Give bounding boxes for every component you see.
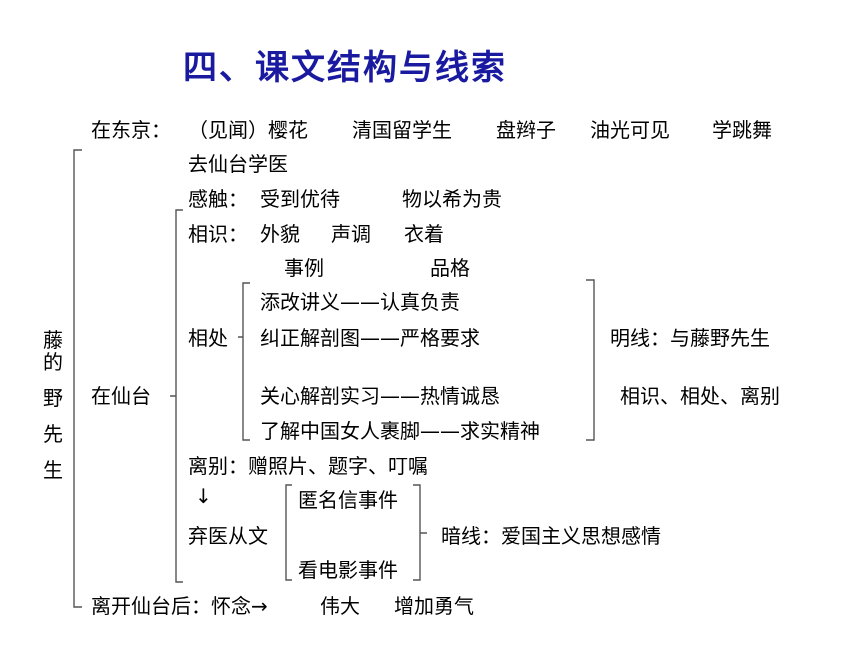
main-thread-line-1: 明线：与藤野先生 xyxy=(610,326,770,350)
example-row-4: 了解中国女人裹脚——求实精神 xyxy=(260,419,540,443)
down-arrow-icon: ↓ xyxy=(195,484,212,508)
example-quality: 认真负责 xyxy=(380,290,460,314)
acquaint-item-2: 声调 xyxy=(331,222,371,246)
example-event: 关心解剖实习 xyxy=(260,384,380,408)
dash: —— xyxy=(420,419,460,443)
acquaint-item-3: 衣着 xyxy=(404,222,444,246)
dash: —— xyxy=(360,326,400,350)
switch-event-1: 匿名信事件 xyxy=(298,488,398,512)
acquaint-label: 相识： xyxy=(188,222,248,246)
dash: —— xyxy=(340,290,380,314)
example-quality: 求实精神 xyxy=(460,419,540,443)
tokyo-item-4: 油光可见 xyxy=(590,118,670,142)
example-row-2: 纠正解剖图——严格要求 xyxy=(260,326,480,350)
switch-event-2: 看电影事件 xyxy=(298,558,398,582)
switch-bracket-right xyxy=(413,484,427,581)
tokyo-item-1: （见闻）樱花 xyxy=(188,118,308,142)
hidden-thread: 暗线：爱国主义思想感情 xyxy=(441,524,661,548)
feelings-item-1: 受到优待 xyxy=(260,187,340,211)
main-thread-bracket xyxy=(586,279,595,441)
root-char-5: 生 xyxy=(43,458,63,482)
farewell-label: 离别：赠照片、题字、叮嘱 xyxy=(188,454,428,478)
feelings-label: 感触： xyxy=(188,187,248,211)
together-label: 相处 xyxy=(188,326,228,350)
tokyo-item-2: 清国留学生 xyxy=(352,118,452,142)
tokyo-item-3: 盘辫子 xyxy=(496,118,556,142)
example-event: 添改讲义 xyxy=(260,290,340,314)
go-sendai: 去仙台学医 xyxy=(188,152,288,176)
example-event: 纠正解剖图 xyxy=(260,326,360,350)
example-quality: 严格要求 xyxy=(400,326,480,350)
example-event: 了解中国女人裹脚 xyxy=(260,419,420,443)
example-row-1: 添改讲义——认真负责 xyxy=(260,290,460,314)
feelings-item-2: 物以希为贵 xyxy=(402,187,502,211)
example-row-3: 关心解剖实习——热情诚恳 xyxy=(260,384,500,408)
tokyo-label: 在东京： xyxy=(91,118,171,142)
main-thread-line-2: 相识、相处、离别 xyxy=(620,384,780,408)
page-title: 四、课文结构与线索 xyxy=(183,48,507,88)
root-char-3: 野 xyxy=(43,386,63,410)
in-sendai: 在仙台 xyxy=(91,384,151,408)
acquaint-item-1: 外貌 xyxy=(260,222,300,246)
farewell-items: 赠照片、题字、叮嘱 xyxy=(248,454,428,478)
header-quality: 品格 xyxy=(430,256,470,280)
tokyo-item-5: 学跳舞 xyxy=(712,118,772,142)
after-sendai: 离开仙台后：怀念→ xyxy=(91,594,268,618)
after-item-1: 伟大 xyxy=(320,594,360,618)
root-bracket xyxy=(73,149,82,608)
after-item-2: 增加勇气 xyxy=(394,594,474,618)
root-char-4: 先 xyxy=(43,422,63,446)
right-arrow-icon: → xyxy=(251,594,268,618)
example-quality: 热情诚恳 xyxy=(420,384,500,408)
root-char-2: 的 xyxy=(43,350,63,374)
dash: —— xyxy=(380,384,420,408)
switch-bracket-left xyxy=(285,484,292,581)
switch-label: 弃医从文 xyxy=(188,524,268,548)
header-event: 事例 xyxy=(284,256,324,280)
examples-bracket xyxy=(238,282,250,441)
sendai-bracket xyxy=(170,209,183,583)
root-char-1: 藤 xyxy=(43,328,63,352)
